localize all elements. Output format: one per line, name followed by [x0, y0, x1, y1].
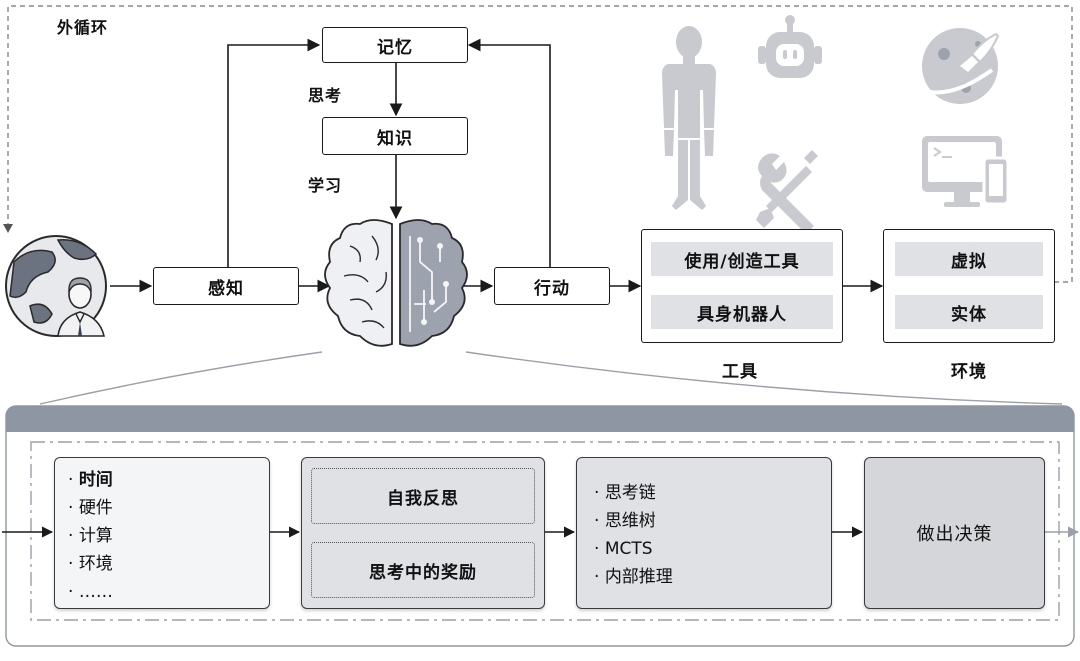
brain-circuit-icon	[324, 219, 468, 347]
bottom-inner-dashed	[30, 441, 1060, 621]
tools-caption: 工具	[722, 362, 758, 382]
factor-item: · 计算	[68, 526, 113, 546]
factors-list: · 时间 · 硬件 · 计算 · 环境 · ……	[68, 466, 113, 606]
self-reflection-item: 自我反思	[311, 468, 535, 524]
reasoning-item: · 内部推理	[594, 567, 673, 587]
factor-item: · ……	[68, 582, 113, 602]
environment-item-virtual: 虚拟	[895, 242, 1043, 276]
outer-loop-label: 外循环	[57, 18, 109, 37]
zoom-curve-left	[39, 351, 323, 405]
outer-loop-line	[7, 5, 1073, 282]
environment-caption: 环境	[951, 362, 987, 382]
arrow-action-memory	[467, 38, 551, 267]
computer-devices-icon	[922, 136, 1010, 207]
memory-box: 记忆	[322, 27, 468, 63]
wrench-screwdriver-icon	[756, 150, 818, 234]
factor-item: · 硬件	[68, 498, 113, 518]
environment-item-physical: 实体	[895, 295, 1043, 329]
perception-box: 感知	[153, 267, 299, 305]
decision-card: 做出决策	[864, 457, 1045, 609]
tools-item-create: 使用/创造工具	[651, 242, 833, 276]
knowledge-box: 知识	[322, 117, 468, 155]
globe-person-icon	[5, 235, 107, 337]
factor-item: · 环境	[68, 554, 113, 574]
robot-head-icon	[758, 15, 822, 78]
reasoning-item: · 思维树	[594, 511, 656, 531]
zoom-curve-right	[465, 351, 1063, 405]
reward-in-thinking-item: 思考中的奖励	[311, 542, 535, 598]
bottom-panel-bar	[6, 406, 1074, 432]
reflection-card	[301, 457, 545, 609]
reasoning-item: · MCTS	[594, 539, 653, 559]
action-box: 行动	[494, 267, 610, 305]
planet-rocket-icon	[921, 28, 1000, 104]
reasoning-card	[576, 457, 832, 609]
arrow-perception-memory	[227, 38, 321, 267]
reasoning-list: · 思考链 · 思维树 · MCTS · 内部推理	[594, 479, 673, 591]
reasoning-item: · 思考链	[594, 483, 656, 503]
humanoid-robot-icon	[662, 26, 716, 210]
factors-card	[54, 457, 270, 609]
outer-loop-arrowhead	[3, 224, 13, 233]
factor-item: · 时间	[68, 470, 113, 490]
think-label: 思考	[308, 86, 343, 105]
learn-label: 学习	[308, 176, 343, 195]
tools-item-robot: 具身机器人	[651, 295, 833, 329]
